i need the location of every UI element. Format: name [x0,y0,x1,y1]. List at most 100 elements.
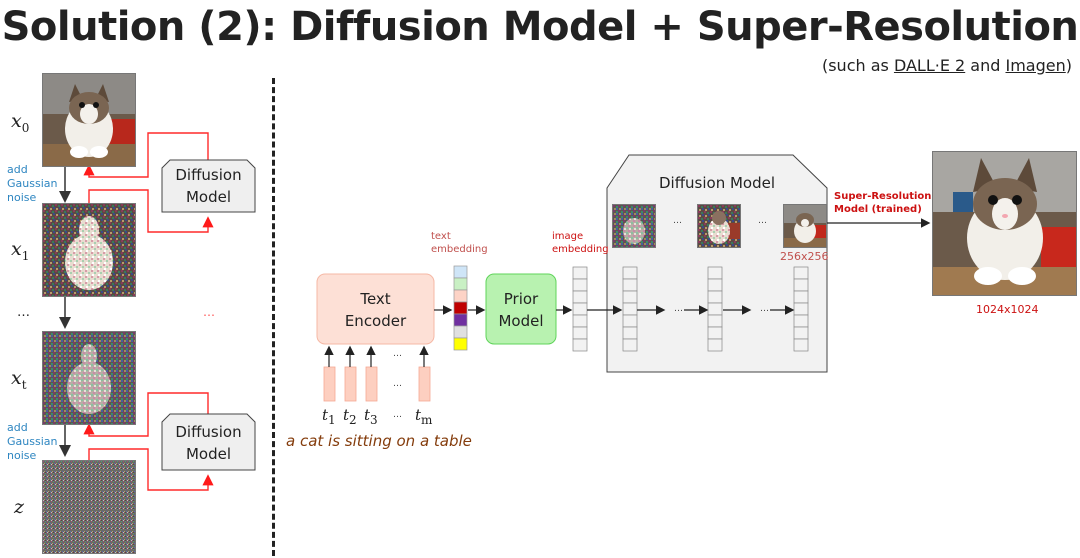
token-label-2: t2 [343,406,357,427]
latent-vector-1 [622,266,638,352]
image-embedding-vector [572,266,588,352]
right-diagram [316,154,931,402]
vector-cell [572,326,588,340]
vector-cell [793,302,809,316]
vector-cell [707,278,723,292]
prompt-text: a cat is sitting on a table [286,432,472,450]
vector-cell [572,338,588,352]
noisy-cat-image-xt [42,331,136,425]
vector-cell [793,314,809,328]
vector-cell [572,314,588,328]
token-box-m [418,366,431,402]
denoise-loop-top-out [83,132,209,178]
slide-title: Solution (2): Diffusion Model + Super-Re… [1,4,1079,50]
label-x1: x1 [11,238,30,263]
denoise-loop-bottom-in [88,448,214,491]
vector-cell [622,278,638,292]
pure-noise-image-z [42,460,136,554]
vector-cell [793,338,809,352]
token-label-3: t3 [364,406,378,427]
token-box-2 [344,366,357,402]
section-divider [272,78,275,556]
text-embedding-cell [453,337,468,351]
token-box-1 [323,366,336,402]
vector-cell [622,338,638,352]
text-embedding-vector [453,265,468,351]
text-embedding-cell [453,277,468,291]
token-arrow-ellipsis: … [393,349,402,359]
text-encoder-box [316,273,435,345]
diffusion-step-image-noisy [612,204,656,248]
vector-cell [707,326,723,340]
denoise-loop-bottom-out [83,392,209,437]
diffusion-flow-ellipsis-1: … [674,304,683,314]
red-ellipsis: … [203,305,215,319]
token-label-ellipsis: … [393,410,402,420]
vector-cell [707,266,723,280]
token-box-3 [365,366,378,402]
vector-cell [793,266,809,280]
vector-cell [622,314,638,328]
cat-photo-icon [933,152,1076,295]
diffusion-step-image-partial [697,204,741,248]
vector-cell [707,338,723,352]
subtitle: (such as DALL·E 2 and Imagen) [822,56,1072,75]
vector-cell [622,302,638,316]
vector-cell [572,278,588,292]
prior-model-box [485,273,557,345]
vector-cell [707,314,723,328]
noisy-image-icon [43,204,135,296]
output-size-label: 256x256 [780,250,829,263]
diffusion-ellipsis-2: … [758,216,767,226]
subtitle-prefix: (such as [821,56,894,75]
diffusion-model-container [606,154,828,373]
vector-cell [793,278,809,292]
subtitle-suffix: ) [1065,56,1072,75]
vector-cell [793,290,809,304]
vector-cell [622,326,638,340]
vector-cell [572,266,588,280]
partial-denoised-image-icon [698,205,740,247]
subtitle-middle: and [965,56,1006,75]
text-embedding-cell [453,265,468,279]
diffusion-ellipsis-1: … [673,216,682,226]
denoise-loop-top-in [88,189,214,233]
token-label-m: tm [415,406,433,427]
latent-vector-3 [793,266,809,352]
vector-cell [622,290,638,304]
diffusion-model-box-top [161,159,256,213]
text-embedding-cell [453,289,468,303]
token-label-1: t1 [322,406,336,427]
label-x0: x0 [11,110,30,135]
diffusion-model-title: Diffusion Model [658,174,776,192]
noise-icon [43,461,135,553]
imagen-link[interactable]: Imagen [1005,56,1066,75]
diffusion-flow-ellipsis-2: … [760,304,769,314]
diffusion-model-box-bottom [161,413,256,471]
final-size-label: 1024x1024 [976,303,1039,316]
vector-cell [707,302,723,316]
vector-cell [572,302,588,316]
noisy-cat-image-x1 [42,203,136,297]
vector-cell [793,326,809,340]
text-embedding-cell [453,301,468,315]
dalle2-link[interactable]: DALL·E 2 [893,56,966,75]
clean-cat-image-x0 [42,73,136,167]
noisy-image-icon [613,205,655,247]
text-embedding-cell [453,313,468,327]
cat-photo-icon [43,74,135,166]
cat-photo-icon [784,205,826,247]
final-cat-image-1024 [932,151,1077,296]
left-diagram-lines [59,132,256,491]
noisy-image-icon [43,332,135,424]
latent-vector-2 [707,266,723,352]
text-embedding-cell [453,325,468,339]
